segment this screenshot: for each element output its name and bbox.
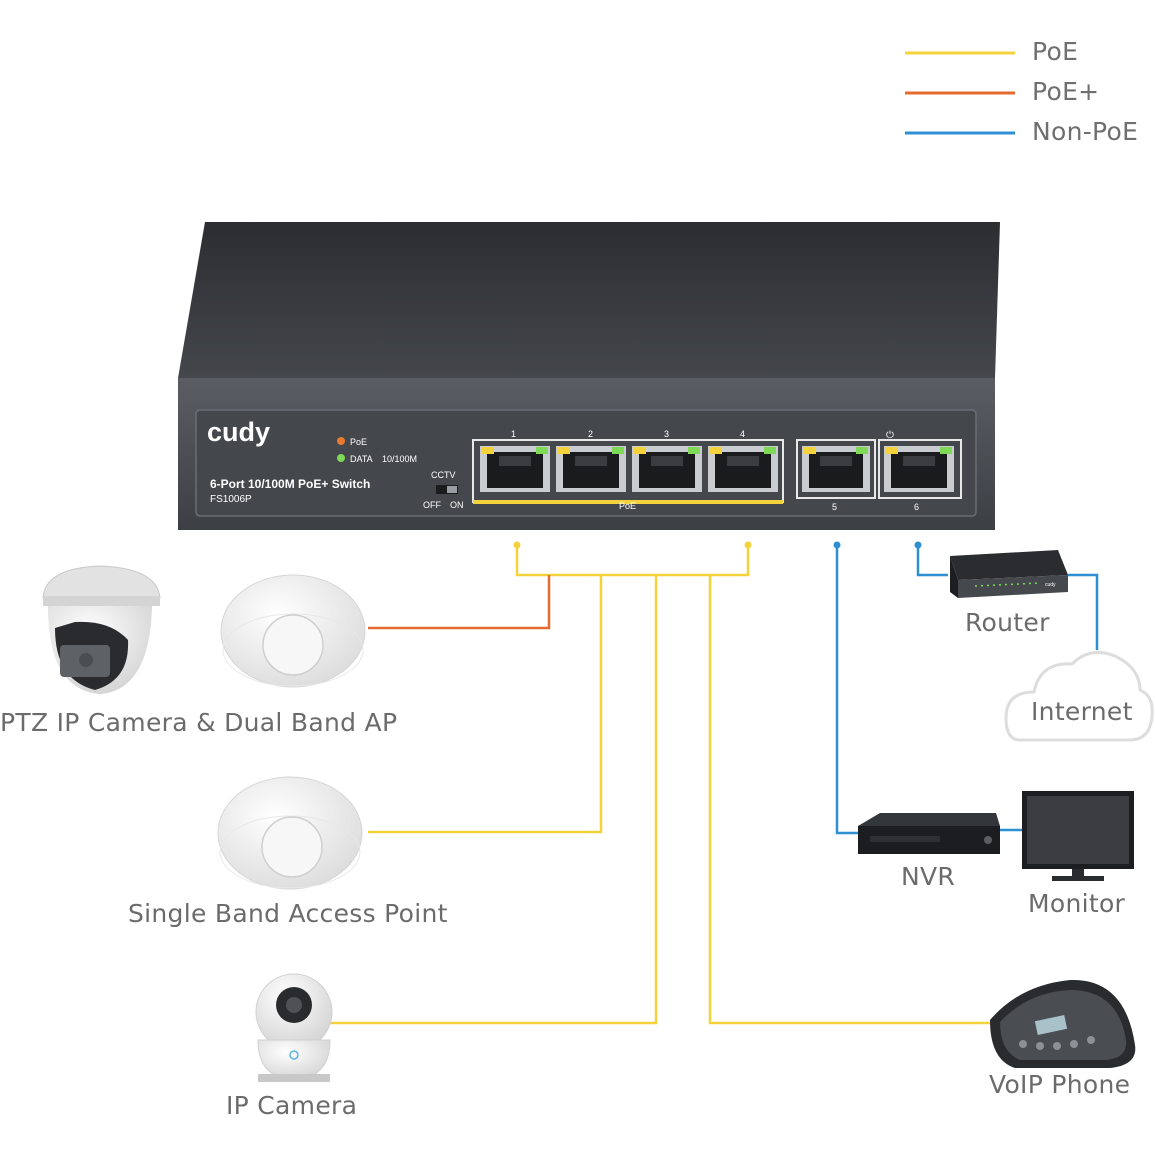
led-poe-label: PoE (350, 437, 367, 447)
poe-switch: cudy PoE DATA 10/100M 6-Port 10/100M PoE… (178, 222, 1000, 530)
voip-phone-label: VoIP Phone (989, 1070, 1131, 1099)
switch-brand-logo: cudy (207, 417, 270, 447)
nvr-label: NVR (901, 862, 956, 891)
internet-label: Internet (1031, 697, 1133, 726)
link-router-internet (1068, 573, 1099, 650)
link-nvr (835, 545, 860, 835)
rj45-port-5[interactable] (802, 446, 870, 492)
link-single-ap (368, 575, 603, 834)
poe-port-dot-left (513, 541, 521, 549)
port-6-number: 6 (914, 502, 919, 512)
port-3-number: 3 (664, 429, 669, 439)
ip-camera-label: IP Camera (226, 1091, 358, 1120)
router-icon: cudy (950, 550, 1068, 598)
dual-band-ap-icon (220, 574, 366, 688)
ip-camera-icon (255, 973, 333, 1082)
cctv-off-label: OFF (423, 500, 441, 510)
power-icon: ⏻ (886, 430, 894, 441)
link-voip-phone (708, 575, 990, 1025)
router-brand-logo: cudy (1045, 582, 1056, 588)
poe-trunk-line (515, 545, 750, 577)
cctv-on-label: ON (450, 500, 464, 510)
poe-port-dot-right (744, 541, 752, 549)
router-label: Router (965, 608, 1050, 637)
single-ap-label: Single Band Access Point (128, 899, 448, 928)
non-poe-connections (835, 545, 1099, 835)
data-led-dot (337, 454, 345, 462)
rj45-port-4[interactable] (708, 446, 778, 492)
poe-bar-label: PoE (619, 501, 636, 511)
link-ip-camera (330, 575, 658, 1025)
port-1-number: 1 (511, 429, 516, 439)
port-2-number: 2 (588, 429, 593, 439)
cctv-toggle-knob (447, 486, 457, 493)
legend-poe-label: PoE (1032, 37, 1079, 66)
legend (905, 51, 1015, 135)
single-band-ap-icon (217, 776, 363, 890)
port5-dot (833, 541, 841, 549)
port6-dot (914, 541, 922, 549)
poe-led-dot (337, 437, 345, 445)
poe-connections (330, 545, 990, 1025)
rj45-port-1[interactable] (480, 446, 550, 492)
voip-phone-icon (990, 979, 1136, 1068)
switch-model-code: FS1006P (210, 494, 252, 505)
port-5-frame (796, 439, 876, 499)
switch-top-panel (178, 222, 1000, 378)
port-4-number: 4 (740, 429, 745, 439)
legend-poe-plus-label: PoE+ (1032, 77, 1100, 106)
cctv-label: CCTV (431, 470, 456, 480)
monitor-icon (1022, 791, 1134, 881)
switch-model-line: 6-Port 10/100M PoE+ Switch (210, 477, 370, 491)
link-router (916, 545, 948, 577)
port-5-number: 5 (832, 502, 837, 512)
internet-cloud-icon (1004, 650, 1154, 742)
rj45-port-2[interactable] (556, 446, 626, 492)
led-data-label: DATA (350, 454, 373, 464)
nvr-icon (858, 813, 1000, 854)
led-speed-label: 10/100M (382, 454, 417, 464)
link-ptz-ap (368, 575, 551, 630)
port-6-frame (878, 439, 962, 499)
legend-non-poe-label: Non-PoE (1032, 117, 1139, 146)
rj45-port-3[interactable] (632, 446, 702, 492)
rj45-port-6[interactable] (884, 446, 954, 492)
ptz-ap-label: PTZ IP Camera & Dual Band AP (0, 708, 398, 737)
dome-camera-icon (42, 565, 161, 694)
monitor-label: Monitor (1028, 889, 1126, 918)
